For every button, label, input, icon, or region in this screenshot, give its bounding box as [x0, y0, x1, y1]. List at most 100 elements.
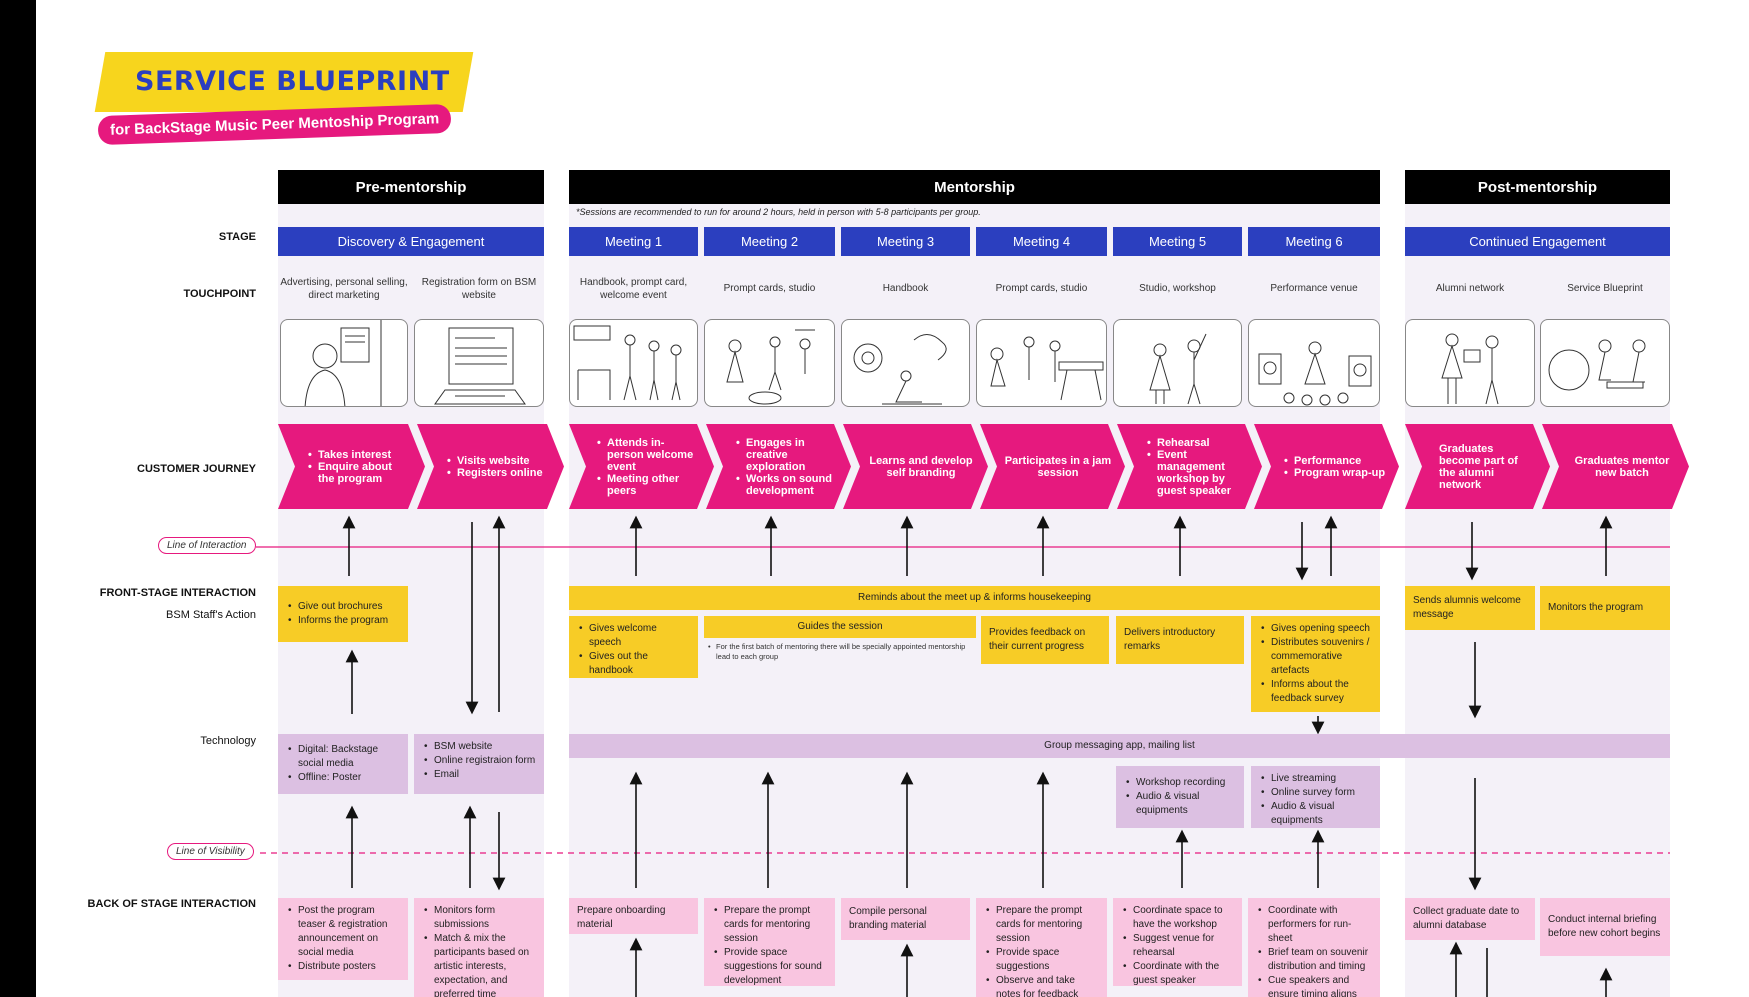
phase-pre-mentorship: Pre-mentorship: [278, 170, 544, 204]
back-stage-box: Prepare the prompt cards for mentoring s…: [976, 898, 1107, 997]
row-label-technology: Technology: [200, 735, 256, 747]
journey-chevron: Engages in creative explorationWorks on …: [706, 424, 851, 509]
phase-post-mentorship: Post-mentorship: [1405, 170, 1670, 204]
journey-step: Takes interest: [306, 449, 411, 461]
touchpoint-sketch-alumni: [1405, 319, 1535, 407]
touchpoint-text: Handbook: [882, 283, 929, 295]
front-stage-note: •For the first batch of mentoring there …: [708, 642, 966, 662]
back-stage-box: Prepare the prompt cards for mentoring s…: [704, 898, 835, 986]
touchpoint-text: Handbook, prompt card, welcome event: [579, 276, 688, 302]
technology-item: Offline: Poster: [286, 771, 400, 785]
journey-step: Graduates mentor new batch: [1574, 454, 1670, 479]
technology-item: BSM website: [422, 740, 536, 754]
journey-step: Event management workshop by guest speak…: [1145, 449, 1249, 497]
touchpoint-sketch-poster: [280, 319, 408, 407]
stage-meeting-1: Meeting 1: [569, 227, 698, 256]
page-title: SERVICE BLUEPRINT: [135, 66, 450, 97]
journey-step: Learns and develop self branding: [869, 454, 973, 479]
back-stage-item: Coordinate space to have the workshop: [1121, 904, 1234, 932]
journey-chevron: Learns and develop self branding: [843, 424, 988, 509]
journey-chevron: Takes interestEnquire about the program: [278, 424, 425, 509]
back-stage-box: Conduct internal briefing before new coh…: [1540, 898, 1670, 956]
front-stage-box: Gives opening speechDistributes souvenir…: [1251, 616, 1380, 712]
touchpoint-sketch-performance: [1248, 319, 1380, 407]
phase-mentorship: Mentorship: [569, 170, 1380, 204]
technology-item: Digital: Backstage social media: [286, 743, 400, 771]
row-label-touchpoint: TOUCHPOINT: [183, 288, 256, 300]
front-stage-item: Give out brochures: [286, 600, 388, 614]
front-stage-item: Distributes souvenirs / commemorative ar…: [1259, 636, 1372, 678]
front-stage-box: Provides feedback on their current progr…: [981, 616, 1109, 664]
front-stage-box: Monitors the program: [1540, 586, 1670, 630]
journey-step: Visits website: [445, 455, 543, 467]
touchpoint-text: Service Blueprint: [1567, 283, 1643, 295]
technology-item: Workshop recording: [1124, 776, 1236, 790]
journey-step: Performance: [1282, 455, 1385, 467]
front-stage-item: Gives welcome speech: [577, 622, 690, 650]
journey-step: Attends in-person welcome event: [595, 437, 701, 473]
row-label-customer-journey: CUSTOMER JOURNEY: [137, 463, 256, 475]
row-label-staff-action: BSM Staff's Action: [166, 609, 256, 621]
touchpoint-text: Prompt cards, studio: [723, 283, 816, 295]
back-stage-item: Suggest venue for rehearsal: [1121, 932, 1234, 960]
journey-chevron: Graduates mentor new batch: [1542, 424, 1689, 509]
front-stage-box: Delivers introductory remarks: [1116, 616, 1244, 664]
journey-step: Registers online: [445, 467, 543, 479]
left-edge-bar: [0, 0, 36, 997]
touchpoint-sketch-workshop: [1113, 319, 1242, 407]
line-of-visibility-label: Line of Visibility: [167, 843, 254, 860]
journey-chevron: PerformanceProgram wrap-up: [1254, 424, 1399, 509]
touchpoint-text: Studio, workshop: [1139, 283, 1216, 295]
back-stage-item: Monitors form submissions: [422, 904, 536, 932]
stage-meeting-6: Meeting 6: [1248, 227, 1380, 256]
back-stage-item: Brief team on souvenir distribution and …: [1256, 946, 1372, 974]
touchpoint-text: Advertising, personal selling, direct ma…: [280, 276, 408, 302]
stage-continued-engagement: Continued Engagement: [1405, 227, 1670, 256]
back-stage-item: Post the program teaser & registration a…: [286, 904, 400, 960]
front-stage-item: Informs about the feedback survey: [1259, 678, 1372, 706]
front-stage-box: Sends alumnis welcome message: [1405, 586, 1535, 630]
touchpoint-sketch-jam-session: [976, 319, 1107, 407]
back-stage-item: Observe and take notes for feedback: [984, 974, 1099, 997]
touchpoint-sketch-website: [414, 319, 544, 407]
technology-item: Live streaming: [1259, 772, 1372, 786]
back-stage-item: Prepare the prompt cards for mentoring s…: [984, 904, 1099, 946]
back-stage-item: Provide space suggestions: [984, 946, 1099, 974]
back-stage-item: Provide space suggestions for sound deve…: [712, 946, 827, 988]
technology-box: Live streamingOnline survey formAudio & …: [1251, 766, 1380, 828]
row-label-front-stage: FRONT-STAGE INTERACTION: [99, 587, 256, 599]
journey-chevron: Graduates become part of the alumni netw…: [1405, 424, 1550, 509]
back-stage-box: Coordinate with performers for run-sheet…: [1248, 898, 1380, 997]
journey-step: Participates in a jam session: [1004, 454, 1112, 479]
back-stage-item: Coordinate with performers for run-sheet: [1256, 904, 1372, 946]
stage-meeting-2: Meeting 2: [704, 227, 835, 256]
back-stage-box: Coordinate space to have the workshopSug…: [1113, 898, 1242, 986]
touchpoint-sketch-handbook: [841, 319, 970, 407]
journey-step: Rehearsal: [1145, 437, 1249, 449]
back-stage-box: Post the program teaser & registration a…: [278, 898, 408, 980]
technology-box: Digital: Backstage social mediaOffline: …: [278, 734, 408, 794]
back-stage-item: Distribute posters: [286, 960, 400, 974]
front-stage-banner: Reminds about the meet up & informs hous…: [569, 586, 1380, 610]
back-stage-item: Coordinate with the guest speaker: [1121, 960, 1234, 988]
line-of-interaction-label: Line of Interaction: [158, 537, 256, 554]
stage-meeting-3: Meeting 3: [841, 227, 970, 256]
technology-box: Workshop recordingAudio & visual equipme…: [1116, 766, 1244, 828]
touchpoint-text: Registration form on BSM website: [421, 276, 537, 302]
journey-step: Program wrap-up: [1282, 467, 1385, 479]
back-stage-box: Monitors form submissionsMatch & mix the…: [414, 898, 544, 997]
front-stage-note-text: For the first batch of mentoring there w…: [716, 642, 966, 662]
front-stage-box: Gives welcome speechGives out the handbo…: [569, 616, 698, 678]
touchpoint-sketch-welcome: [569, 319, 698, 407]
back-stage-box: Collect graduate date to alumni database: [1405, 898, 1535, 940]
technology-item: Online survey form: [1259, 786, 1372, 800]
journey-step: Graduates become part of the alumni netw…: [1439, 442, 1518, 491]
journey-step: Enquire about the program: [306, 461, 411, 485]
touchpoint-text: Prompt cards, studio: [995, 283, 1088, 295]
stage-meeting-4: Meeting 4: [976, 227, 1107, 256]
front-stage-box: Give out brochuresInforms the program: [278, 586, 408, 642]
touchpoint-sketch-blueprint: [1540, 319, 1670, 407]
row-label-stage: STAGE: [218, 231, 256, 243]
journey-step: Engages in creative exploration: [734, 437, 838, 473]
